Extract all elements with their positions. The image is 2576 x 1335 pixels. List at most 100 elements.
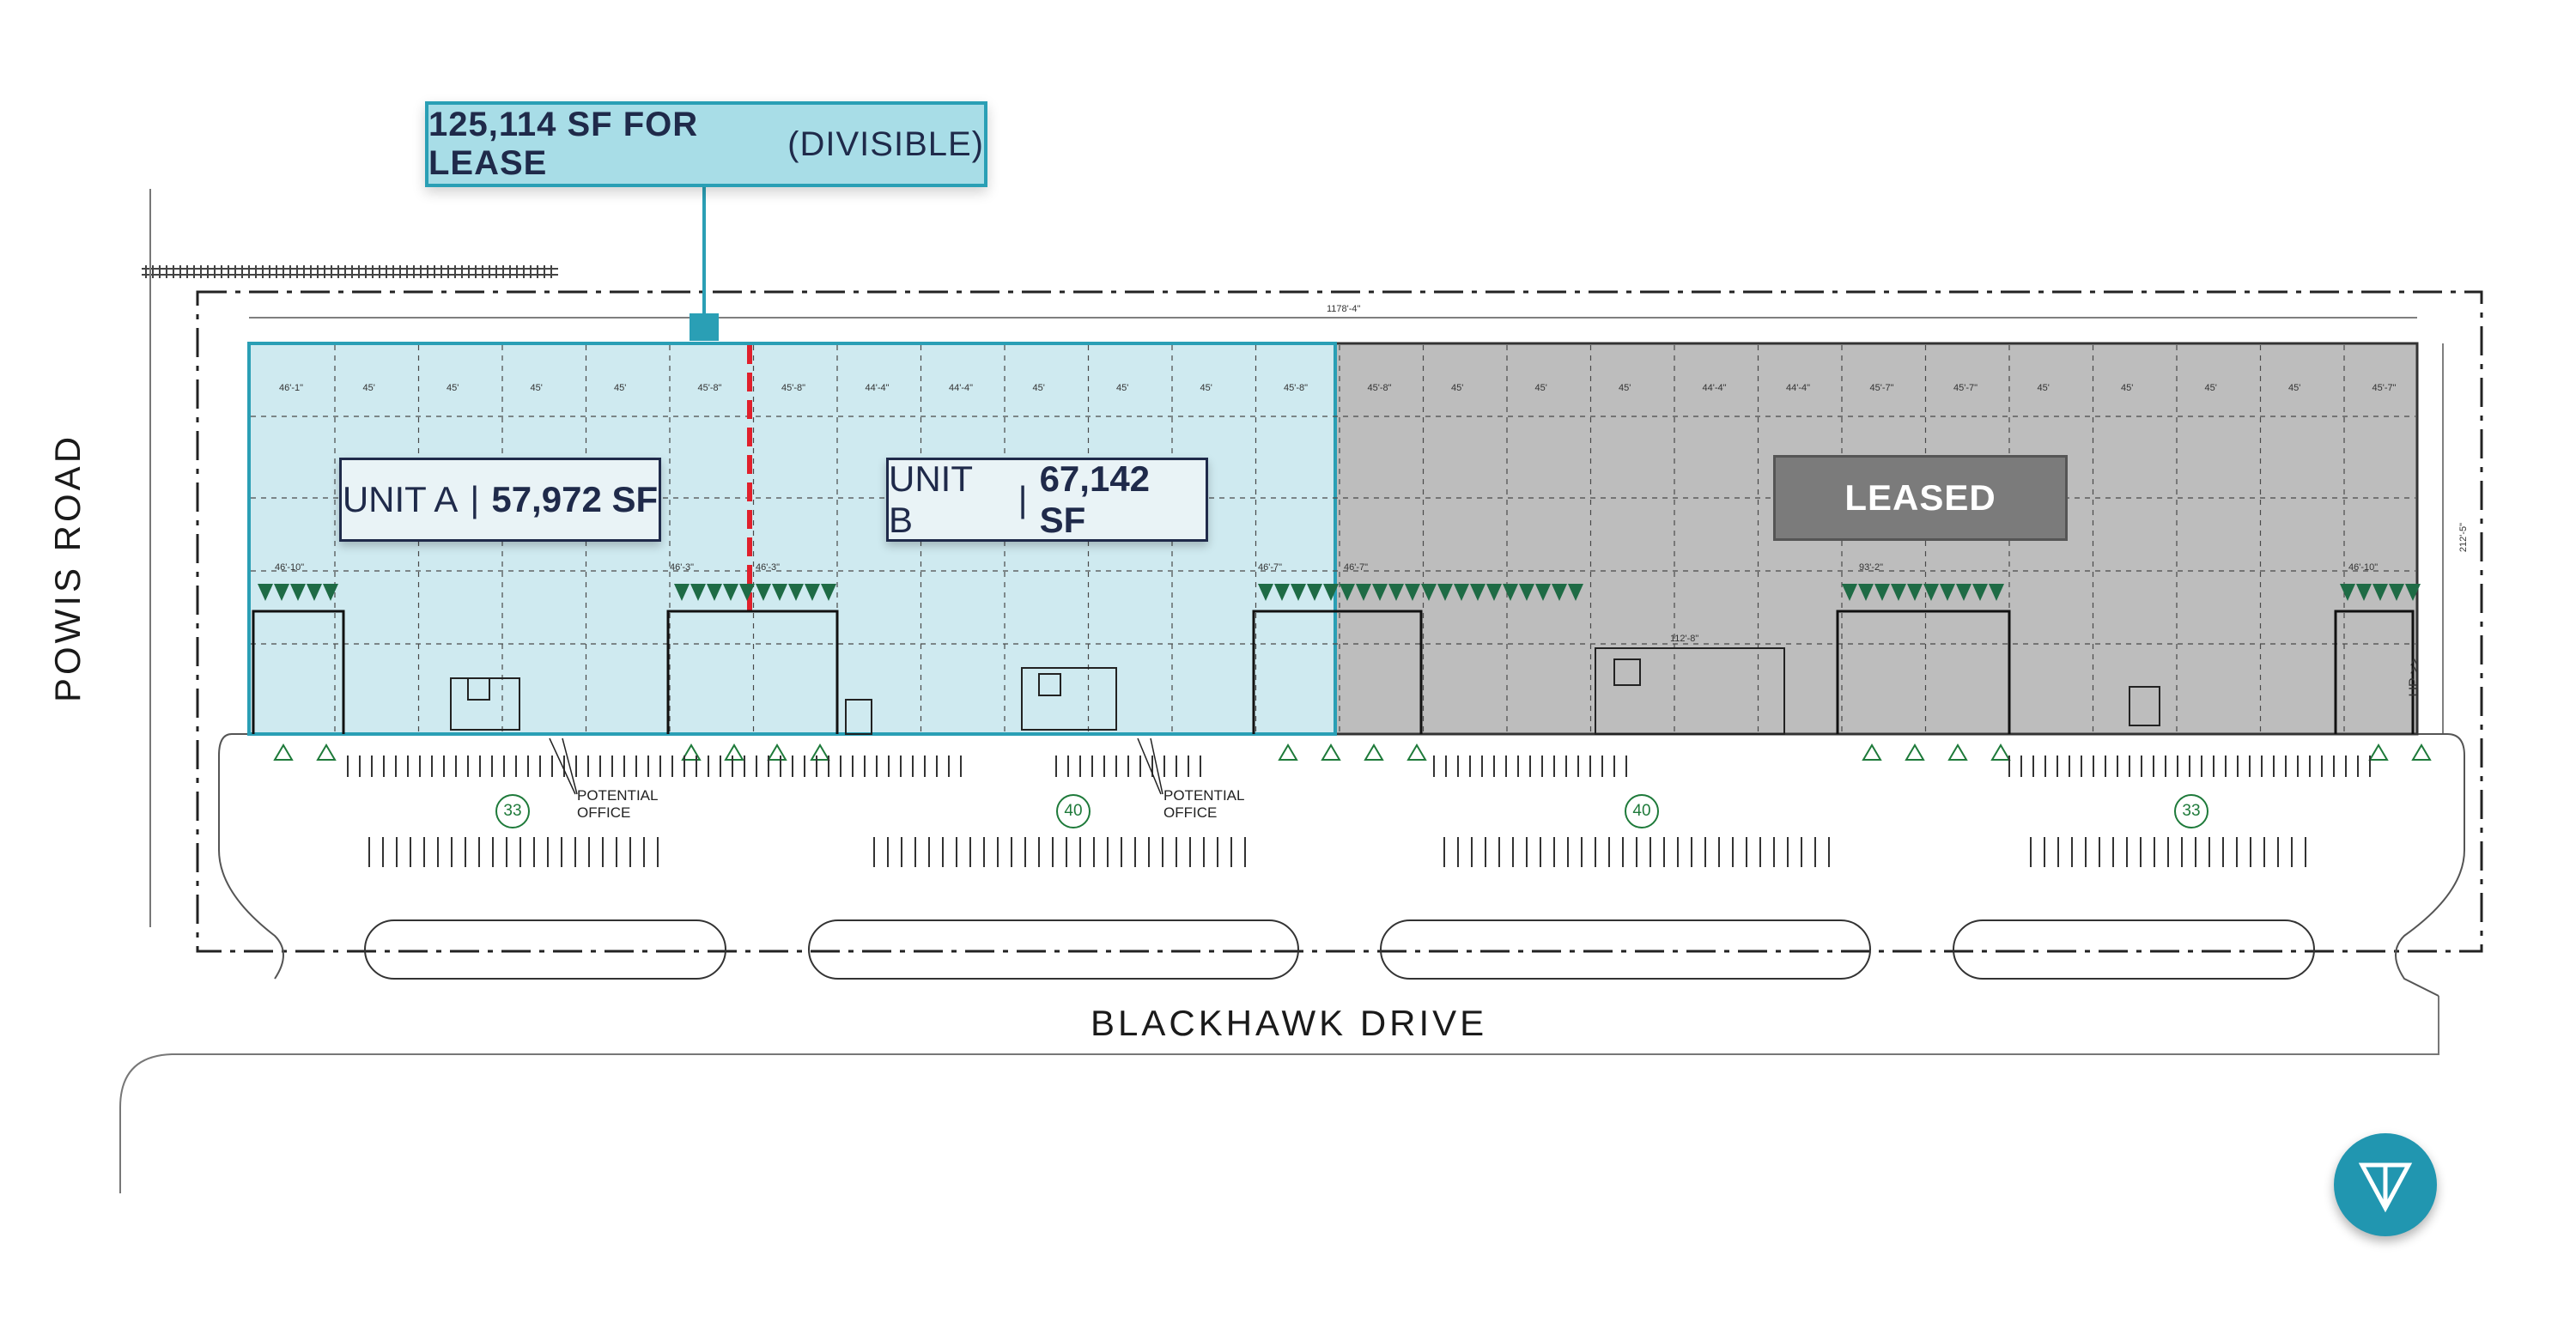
potential-office-line-1: POTENTIAL: [577, 787, 659, 804]
dock-dim: 46'-10": [275, 562, 305, 573]
unit-b-name: UNIT B: [889, 458, 973, 540]
leased-label: LEASED: [1773, 455, 2068, 541]
dock-door-icon: [1907, 584, 1923, 601]
bay-dim: 45': [1200, 383, 1212, 393]
dock-dim: 46'-3": [756, 562, 781, 573]
dock-door-icon: [1842, 584, 1857, 601]
bay-dim: 44'-4": [1786, 383, 1811, 393]
dock-door-icon: [707, 584, 722, 601]
dock-door-icon: [1454, 584, 1469, 601]
dock-door-icon: [1874, 584, 1890, 601]
dock-door-icon: [756, 584, 771, 601]
dock-door-icon: [821, 584, 836, 601]
bay-dim: 45': [362, 383, 375, 393]
bay-dim: 44'-4": [949, 383, 974, 393]
dock-door-icon: [772, 584, 787, 601]
bay-dim: 45'-7": [1869, 383, 1894, 393]
bay-dim: 45'-8": [697, 383, 722, 393]
dock-door-icon: [1291, 584, 1306, 601]
dock-door-icon: [805, 584, 820, 601]
bay-dim: 45'-8": [781, 383, 806, 393]
bay-dim: 46'-1": [279, 383, 304, 393]
dock-door-icon: [1568, 584, 1583, 601]
unit-b-separator: |: [1018, 479, 1028, 519]
dock-door-icon: [1258, 584, 1273, 601]
dock-door-icon: [2372, 584, 2388, 601]
dock-door-icon: [2405, 584, 2421, 601]
parking-lot: [218, 733, 2465, 997]
unit-a-name: UNIT A: [342, 479, 459, 519]
north-arrow-icon: [2334, 1133, 2437, 1236]
dock-door-icon: [290, 584, 306, 601]
dock-dim: 46'-7": [1258, 562, 1283, 573]
lease-callout: 125,114 SF FOR LEASE (DIVISIBLE): [425, 101, 987, 187]
overall-width-dim: 1178'-4": [1327, 304, 1361, 314]
dock-door-icon: [1437, 584, 1453, 601]
dock-door-icon: [1307, 584, 1322, 601]
dock-door-icon: [1891, 584, 1906, 601]
bay-dim: 45': [2288, 383, 2301, 393]
dock-door-icon: [690, 584, 706, 601]
dock-door-icon: [323, 584, 338, 601]
potential-office-note-1: POTENTIAL OFFICE: [577, 787, 658, 822]
unit-b-area: 67,142 SF: [1039, 458, 1151, 540]
bay-dim: 45': [1534, 383, 1547, 393]
dock-door-icon: [1923, 584, 1939, 601]
bay-dim: 44'-4": [865, 383, 890, 393]
bay-dim: 45': [1116, 383, 1129, 393]
curb-islands: [364, 919, 2315, 980]
dock-door-icon: [788, 584, 804, 601]
dock-door-icon: [1503, 584, 1518, 601]
blackhawk-drive-label: BLACKHAWK DRIVE: [1091, 1003, 1488, 1043]
dock-door-icon: [1274, 584, 1290, 601]
potential-office-line-2: OFFICE: [577, 804, 631, 821]
unit-a-label[interactable]: UNIT A | 57,972 SF: [339, 458, 661, 542]
bay-dim: 45': [2037, 383, 2050, 393]
dock-door-icon: [1356, 584, 1371, 601]
dock-door-icon: [1388, 584, 1404, 601]
dock-door-icon: [2340, 584, 2355, 601]
unit-a-separator: |: [470, 479, 480, 519]
office-width-dim: 112'-8": [1670, 634, 1699, 644]
dock-door-icon: [1340, 584, 1355, 601]
dock-door-icon: [1486, 584, 1502, 601]
dock-dim: 46'-10": [2348, 562, 2379, 573]
bay-dim: 45'-8": [1284, 383, 1309, 393]
powis-road-label: POWIS ROAD: [47, 433, 88, 702]
bay-dim: 45'-7": [2372, 383, 2397, 393]
lease-area: 125,114 SF FOR LEASE: [428, 106, 699, 182]
dock-door-icon: [723, 584, 738, 601]
dock-dim: 93'-2": [1859, 562, 1884, 573]
dock-door-icon: [1421, 584, 1437, 601]
dock-door-icon: [307, 584, 322, 601]
dock-door-icon: [674, 584, 690, 601]
dock-door-icon: [1372, 584, 1388, 601]
bay-dim: 45': [1032, 383, 1045, 393]
dock-door-icon: [1552, 584, 1567, 601]
bay-dim: 45': [1619, 383, 1631, 393]
dock-door-icon: [1940, 584, 1955, 601]
dock-door-icon: [1470, 584, 1485, 601]
bay-dim: 45'-8": [1367, 383, 1392, 393]
unit-a-area: 57,972 SF: [491, 479, 659, 519]
dock-door-icon: [1989, 584, 2004, 601]
dock-door-icon: [1535, 584, 1551, 601]
bay-dim: 45'-7": [1953, 383, 1978, 393]
bay-dim: 45': [530, 383, 543, 393]
unit-b-label[interactable]: UNIT B | 67,142 SF: [886, 458, 1208, 542]
parking-count-icon: 40: [1056, 794, 1091, 828]
bay-dim: 45': [447, 383, 459, 393]
dock-door-icon: [2389, 584, 2404, 601]
potential-office-line-2: OFFICE: [1163, 804, 1218, 821]
bay-dim: 45': [2121, 383, 2134, 393]
property-line: [196, 290, 2483, 953]
dock-dim: 46'-3": [670, 562, 695, 573]
bay-dim: 44'-4": [1702, 383, 1727, 393]
up-label: UP >>: [2407, 658, 2422, 697]
bay-dim: 45': [2204, 383, 2217, 393]
parking-count-icon: 33: [495, 794, 530, 828]
bay-dim: 45': [1451, 383, 1464, 393]
office-sketches: [450, 647, 2160, 735]
dock-door-icon: [1956, 584, 1971, 601]
